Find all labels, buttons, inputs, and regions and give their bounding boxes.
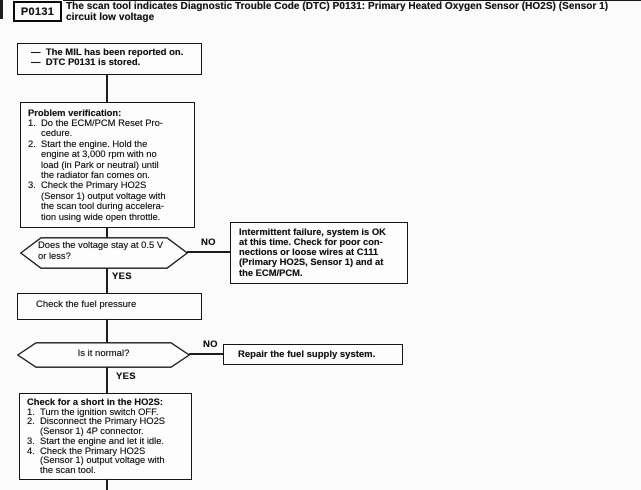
list-item: 2. Start the engine. Hold the engine at … xyxy=(28,137,190,181)
flow-box-intermittent-failure: Intermittent failure, system is OK at th… xyxy=(230,222,408,284)
list-item: 2. Disconnect the Primary HO2S (Sensor 1… xyxy=(27,415,188,437)
connector-line xyxy=(106,268,108,294)
flow-box-repair-fuel-system: Repair the fuel supply system. xyxy=(223,344,403,365)
dtc-code-box: P0131 xyxy=(13,1,62,22)
step-text: Turn the ignition switch OFF. xyxy=(40,405,159,417)
step-number: 2. xyxy=(28,137,36,149)
decision-normal-question: Is it normal? xyxy=(77,348,130,359)
dtc-description: The scan tool indicates Diagnostic Troub… xyxy=(66,0,609,24)
dtc-code: P0131 xyxy=(20,5,55,18)
branch-label-yes: YES xyxy=(116,371,136,382)
list-item: 1. Do the ECM/PCM Reset Pro- cedure. xyxy=(28,116,190,139)
connector-line xyxy=(106,319,108,343)
step-number: 4. xyxy=(27,444,35,456)
step-text: Disconnect the Primary HO2S (Sensor 1) 4… xyxy=(40,415,166,437)
flow-box-check-short: Check for a short in the HO2S: 1. Turn t… xyxy=(19,393,192,480)
step-text: Start the engine. Hold the engine at 3,0… xyxy=(41,137,159,180)
step-text: Check the Primary HO2S (Sensor 1) output… xyxy=(40,444,165,475)
page-edge-artifact xyxy=(0,0,3,19)
step-number: 1. xyxy=(28,116,36,128)
connector-line xyxy=(106,479,108,490)
branch-label-yes: YES xyxy=(112,271,132,282)
list-item: 3. Start the engine and let it idle. xyxy=(27,436,188,446)
step-number: 2. xyxy=(27,415,35,427)
step-number: 3. xyxy=(28,179,36,191)
flow-box-problem-verification: Problem verification: 1. Do the ECM/PCM … xyxy=(20,102,195,228)
decision-normal-shape xyxy=(17,342,190,368)
branch-label-no: NO xyxy=(201,237,216,248)
connector-line xyxy=(187,251,231,253)
list-item: 1. Turn the ignition switch OFF. xyxy=(27,405,188,417)
decision-voltage-question: Does the voltage stay at 0.5 V or less? xyxy=(38,239,164,261)
list-item: 4. Check the Primary HO2S (Sensor 1) out… xyxy=(27,444,188,475)
list-item: 3. Check the Primary HO2S (Sensor 1) out… xyxy=(28,180,190,222)
step-text: Check the Primary HO2S (Sensor 1) output… xyxy=(41,179,166,222)
step-text: Do the ECM/PCM Reset Pro- cedure. xyxy=(41,116,163,139)
connector-line xyxy=(106,227,108,238)
header-top-rule xyxy=(63,0,641,2)
step-text: Start the engine and let it idle. xyxy=(40,434,165,446)
connector-line xyxy=(106,367,108,394)
branch-label-no: NO xyxy=(203,339,218,350)
box-heading: Check for a short in the HO2S: xyxy=(27,396,163,407)
box-text: Repair the fuel supply system. xyxy=(238,349,376,360)
step-number: 1. xyxy=(27,405,35,417)
box-heading: Problem verification: xyxy=(28,106,122,118)
step-number: 3. xyxy=(27,434,35,446)
flow-box-check-fuel-pressure: Check the fuel pressure xyxy=(17,293,202,320)
connector-line xyxy=(189,353,224,355)
connector-line xyxy=(106,74,108,102)
decision-voltage-shape xyxy=(20,237,188,269)
flow-box-symptoms: — The MIL has been reported on. — DTC P0… xyxy=(17,43,202,75)
